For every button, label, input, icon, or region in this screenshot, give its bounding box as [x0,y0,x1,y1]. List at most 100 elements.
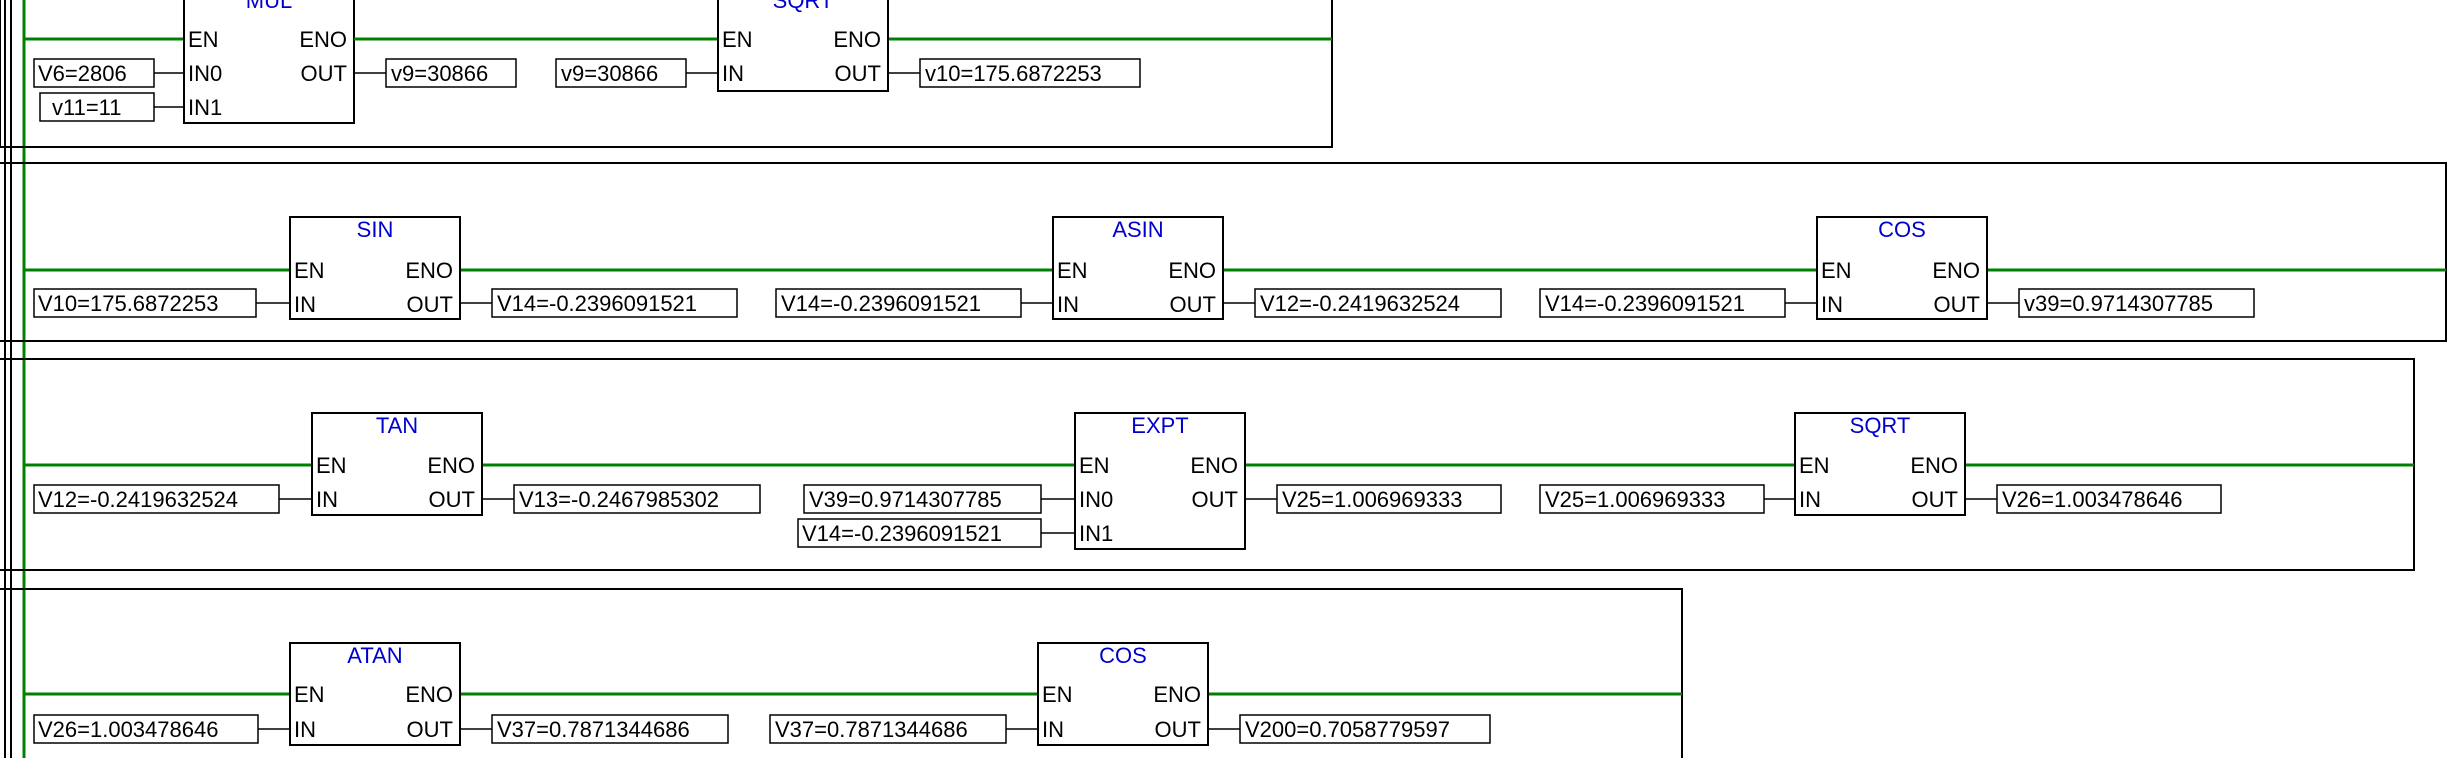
operand-in[interactable]: V37=0.7871344686 [769,714,1038,744]
en-pin-label: EN [1079,453,1110,478]
svg-text:v9=30866: v9=30866 [561,61,658,86]
cos-block[interactable]: COS EN ENO IN OUT [1037,642,1209,746]
in1-pin-label: IN1 [1079,521,1113,546]
network-3[interactable]: TAN EN ENO IN OUT V12=-0.2419632524 V13=… [0,358,2415,571]
atan-block[interactable]: ATAN EN ENO IN OUT [289,642,461,746]
en-pin-label: EN [1042,682,1073,707]
svg-text:V12=-0.2419632524: V12=-0.2419632524 [38,487,238,512]
svg-text:V6=2806: V6=2806 [38,61,127,86]
out-pin-label: OUT [429,487,475,512]
svg-text:V200=0.7058779597: V200=0.7058779597 [1245,717,1450,742]
svg-text:V14=-0.2396091521: V14=-0.2396091521 [802,521,1002,546]
svg-text:V37=0.7871344686: V37=0.7871344686 [497,717,690,742]
sqrt-block[interactable]: SQRT EN ENO IN OUT [1794,412,1966,516]
out-pin-label: OUT [301,61,347,86]
power-rail [4,0,26,758]
in-pin-label: IN [294,292,316,317]
operand-in0[interactable]: V39=0.9714307785 [803,484,1075,514]
eno-pin-label: ENO [1153,682,1201,707]
en-pin-label: EN [294,682,325,707]
operand-out[interactable]: V200=0.7058779597 [1208,714,1491,744]
operand-out[interactable]: V12=-0.2419632524 [1223,288,1502,318]
out-pin-label: OUT [1934,292,1980,317]
block-title: SIN [357,217,394,242]
sqrt-block[interactable]: SQRT EN ENO IN OUT [717,0,889,92]
operand-out[interactable]: v39=0.9714307785 [1987,288,2255,318]
eno-pin-label: ENO [405,258,453,283]
operand-out[interactable]: V13=-0.2467985302 [482,484,761,514]
block-title: SQRT [773,0,834,13]
eno-pin-label: ENO [427,453,475,478]
eno-pin-label: ENO [1190,453,1238,478]
operand-in[interactable]: V25=1.006969333 [1539,484,1795,514]
svg-text:v9=30866: v9=30866 [391,61,488,86]
svg-text:V39=0.9714307785: V39=0.9714307785 [809,487,1002,512]
network-2[interactable]: SIN EN ENO IN OUT V10=175.6872253 V14=-0… [0,162,2447,342]
in-pin-label: IN [294,717,316,742]
svg-text:V14=-0.2396091521: V14=-0.2396091521 [497,291,697,316]
en-pin-label: EN [1799,453,1830,478]
in0-pin-label: IN0 [1079,487,1113,512]
en-pin-label: EN [294,258,325,283]
svg-text:V37=0.7871344686: V37=0.7871344686 [775,717,968,742]
block-title: SQRT [1850,413,1911,438]
asin-block[interactable]: ASIN EN ENO IN OUT [1052,216,1224,320]
svg-text:V10=175.6872253: V10=175.6872253 [38,291,218,316]
tan-block[interactable]: TAN EN ENO IN OUT [311,412,483,516]
out-pin-label: OUT [1912,487,1958,512]
svg-text:V25=1.006969333: V25=1.006969333 [1282,487,1462,512]
eno-pin-label: ENO [405,682,453,707]
svg-text:V14=-0.2396091521: V14=-0.2396091521 [1545,291,1745,316]
operand-in1[interactable]: V14=-0.2396091521 [797,518,1075,548]
operand-out[interactable]: v9=30866 [354,58,517,88]
block-title: COS [1099,643,1147,668]
en-pin-label: EN [722,27,753,52]
operand-out[interactable]: V14=-0.2396091521 [460,288,738,318]
in-pin-label: IN [316,487,338,512]
in-pin-label: IN [1057,292,1079,317]
eno-pin-label: ENO [1168,258,1216,283]
out-pin-label: OUT [835,61,881,86]
sin-block[interactable]: SIN EN ENO IN OUT [289,216,461,320]
operand-in[interactable]: V14=-0.2396091521 [775,288,1053,318]
operand-out[interactable]: V37=0.7871344686 [460,714,729,744]
svg-text:V25=1.006969333: V25=1.006969333 [1545,487,1725,512]
svg-text:V14=-0.2396091521: V14=-0.2396091521 [781,291,981,316]
block-title: EXPT [1131,413,1188,438]
en-pin-label: EN [1057,258,1088,283]
block-title: TAN [376,413,418,438]
operand-out[interactable]: V25=1.006969333 [1245,484,1502,514]
operand-in[interactable]: V14=-0.2396091521 [1539,288,1817,318]
in-pin-label: IN [1821,292,1843,317]
svg-text:V26=1.003478646: V26=1.003478646 [2002,487,2182,512]
operand-in[interactable]: V10=175.6872253 [33,288,290,318]
operand-in[interactable]: V26=1.003478646 [33,714,290,744]
operand-in1[interactable]: v11=11 [39,92,184,122]
in-pin-label: IN [722,61,744,86]
operand-in[interactable]: v9=30866 [555,58,718,88]
operand-in[interactable]: V12=-0.2419632524 [33,484,312,514]
in-pin-label: IN [1799,487,1821,512]
operand-out[interactable]: v10=175.6872253 [888,58,1141,88]
block-title: ATAN [347,643,402,668]
eno-pin-label: ENO [299,27,347,52]
operand-in0[interactable]: V6=2806 [33,58,184,88]
expt-block[interactable]: EXPT EN ENO IN0 IN1 OUT [1074,412,1246,550]
in0-pin-label: IN0 [188,61,222,86]
svg-text:V13=-0.2467985302: V13=-0.2467985302 [519,487,719,512]
network-1[interactable]: MUL EN ENO IN0 IN1 OUT V6=2806 v11=11 v9… [0,0,1333,148]
svg-text:v10=175.6872253: v10=175.6872253 [925,61,1102,86]
out-pin-label: OUT [1170,292,1216,317]
eno-pin-label: ENO [833,27,881,52]
block-title: COS [1878,217,1926,242]
mul-block[interactable]: MUL EN ENO IN0 IN1 OUT [183,0,1332,124]
out-pin-label: OUT [1155,717,1201,742]
en-pin-label: EN [188,27,219,52]
network-4[interactable]: ATAN EN ENO IN OUT V26=1.003478646 V37=0… [0,588,1683,758]
en-pin-label: EN [316,453,347,478]
operand-out[interactable]: V26=1.003478646 [1965,484,2222,514]
cos-block[interactable]: COS EN ENO IN OUT [1816,216,1988,320]
out-pin-label: OUT [407,717,453,742]
eno-pin-label: ENO [1910,453,1958,478]
